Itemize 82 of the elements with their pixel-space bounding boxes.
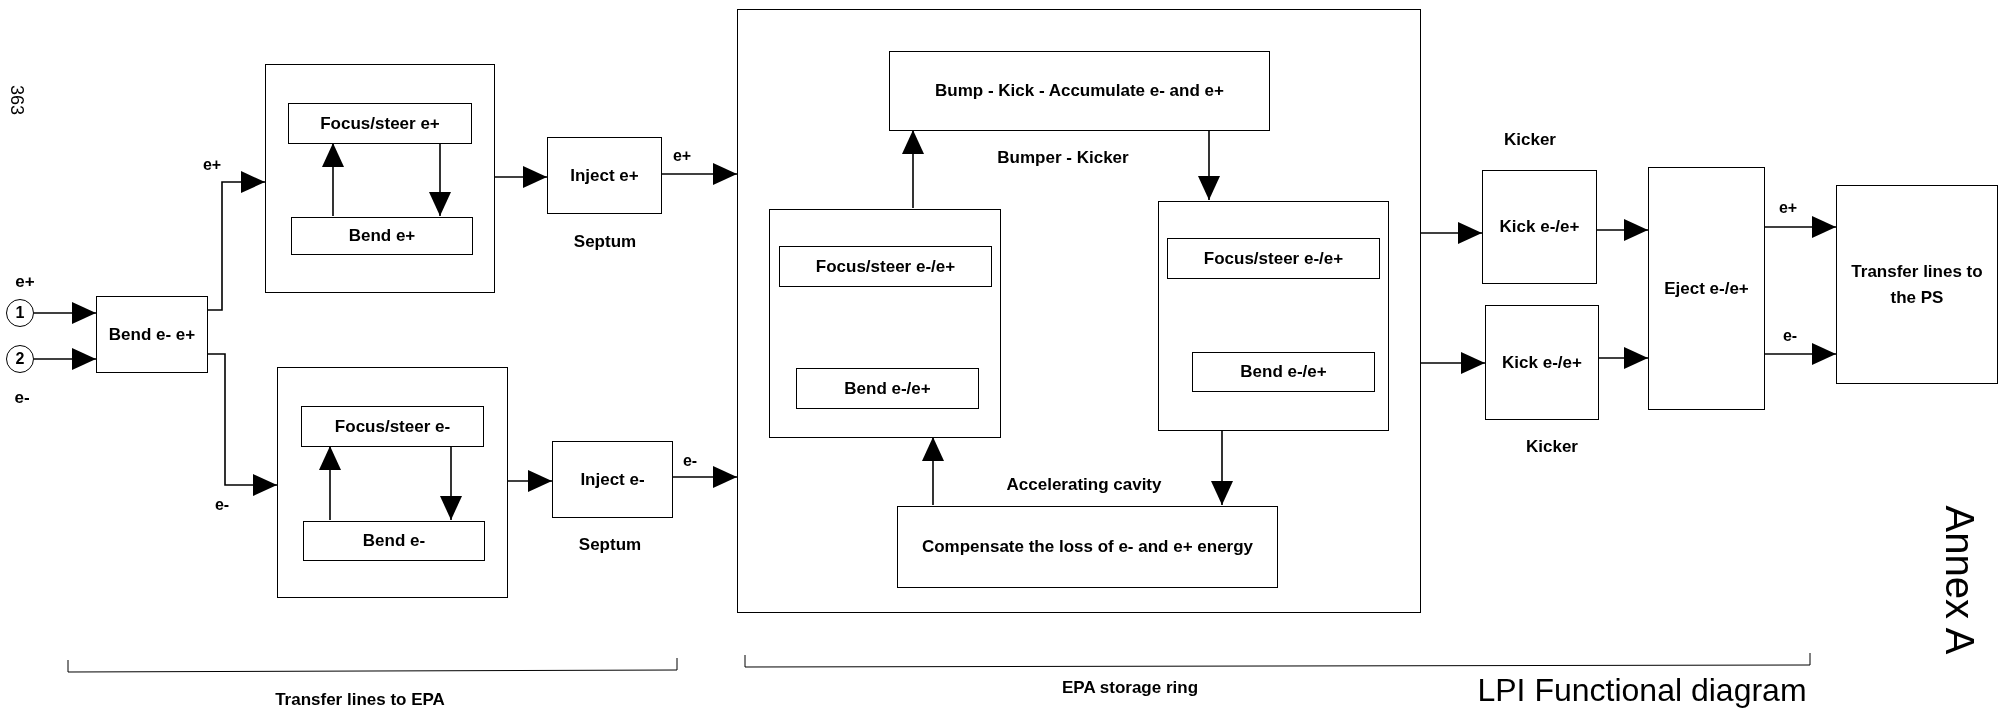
group-box	[737, 9, 1421, 613]
process-box	[301, 406, 484, 447]
group-box	[277, 367, 508, 598]
group-box	[769, 209, 1001, 438]
circle-number: 2	[15, 349, 25, 369]
arrow	[902, 129, 924, 209]
process-box	[779, 246, 992, 287]
node-text: Inject e-	[580, 468, 645, 491]
process-box	[552, 441, 673, 518]
arrow	[494, 166, 548, 188]
node-text: Focus/steer e-/e+	[1203, 247, 1344, 270]
arrow	[1764, 216, 1837, 238]
node-text: Compensate the loss of e- and e+ energy	[921, 536, 1254, 559]
node-text: Bend e-/e+	[1240, 361, 1327, 384]
beside-label: Kicker	[1504, 129, 1556, 152]
edge-label: e-	[1782, 326, 1798, 346]
node-text: Bend e- e+	[108, 323, 196, 346]
arrow	[207, 171, 266, 311]
beside-label: e+	[15, 271, 35, 294]
node-text: Focus/steer e-/e+	[815, 255, 956, 278]
edge-label: e+	[672, 146, 692, 166]
annex-label: Annex A	[1937, 505, 1983, 655]
node-text: Focus/steer e+	[320, 112, 440, 135]
arrow	[672, 466, 738, 488]
beside-label: e-	[14, 387, 30, 410]
process-box	[1192, 352, 1375, 392]
node-text: Inject e+	[570, 164, 639, 187]
beside-label: Accelerating cavity	[1006, 474, 1162, 497]
arrow	[1198, 129, 1220, 201]
arrow	[1211, 429, 1233, 506]
arrow	[661, 163, 738, 185]
arrow	[1598, 347, 1649, 369]
node-text: Bump - Kick - Accumulate e- and e+	[935, 80, 1224, 103]
process-box	[547, 137, 662, 214]
beside-label: Septum	[573, 231, 637, 254]
arrow	[922, 436, 944, 506]
arrow	[207, 353, 278, 496]
node-text: Bend e+	[348, 225, 416, 248]
beside-label: Bumper - Kicker	[997, 147, 1129, 170]
arrow	[322, 142, 344, 217]
process-box	[889, 51, 1270, 131]
process-box	[897, 506, 1278, 588]
node-text: Transfer lines to the PS	[1850, 261, 1984, 309]
bracket-label: EPA storage ring	[1062, 677, 1198, 700]
process-box	[1482, 170, 1597, 284]
arrow	[1596, 219, 1649, 241]
edge-label: e+	[1778, 198, 1798, 218]
node-text: Kick e-/e+	[1499, 216, 1580, 239]
process-box	[1485, 305, 1599, 420]
edge-label: e-	[682, 451, 698, 471]
process-box	[1648, 167, 1765, 410]
diagram-title: LPI Functional diagram	[1477, 671, 1807, 710]
beside-label: Kicker	[1526, 436, 1578, 459]
group-box	[265, 64, 495, 293]
arrow	[1420, 352, 1486, 374]
beside-label: Septum	[578, 534, 642, 557]
arrow	[507, 470, 553, 492]
process-box	[1167, 238, 1380, 279]
circle-number: 1	[15, 303, 25, 323]
group-box	[1158, 201, 1389, 431]
node-text: Bend e-/e+	[844, 377, 931, 400]
arrow	[33, 348, 97, 370]
process-box	[96, 296, 208, 373]
process-box	[291, 217, 473, 255]
node-text: Eject e-/e+	[1664, 277, 1749, 300]
process-box	[288, 103, 472, 144]
page-number: 363	[5, 85, 28, 115]
arrow	[440, 445, 462, 521]
edge-label: e-	[214, 495, 230, 515]
process-box	[1836, 185, 1998, 384]
process-box	[796, 368, 979, 409]
node-text: Focus/steer e-	[334, 415, 451, 438]
node-text: Kick e-/e+	[1502, 351, 1582, 374]
arrow	[319, 445, 341, 521]
node-text: Bend e-	[362, 530, 426, 553]
edge-label: e+	[202, 155, 222, 175]
arrow	[1764, 343, 1837, 365]
arrow	[429, 142, 451, 217]
arrow	[33, 302, 97, 324]
bracket-label: Transfer lines to EPA	[275, 689, 445, 712]
arrow	[1420, 222, 1483, 244]
process-box	[303, 521, 485, 561]
